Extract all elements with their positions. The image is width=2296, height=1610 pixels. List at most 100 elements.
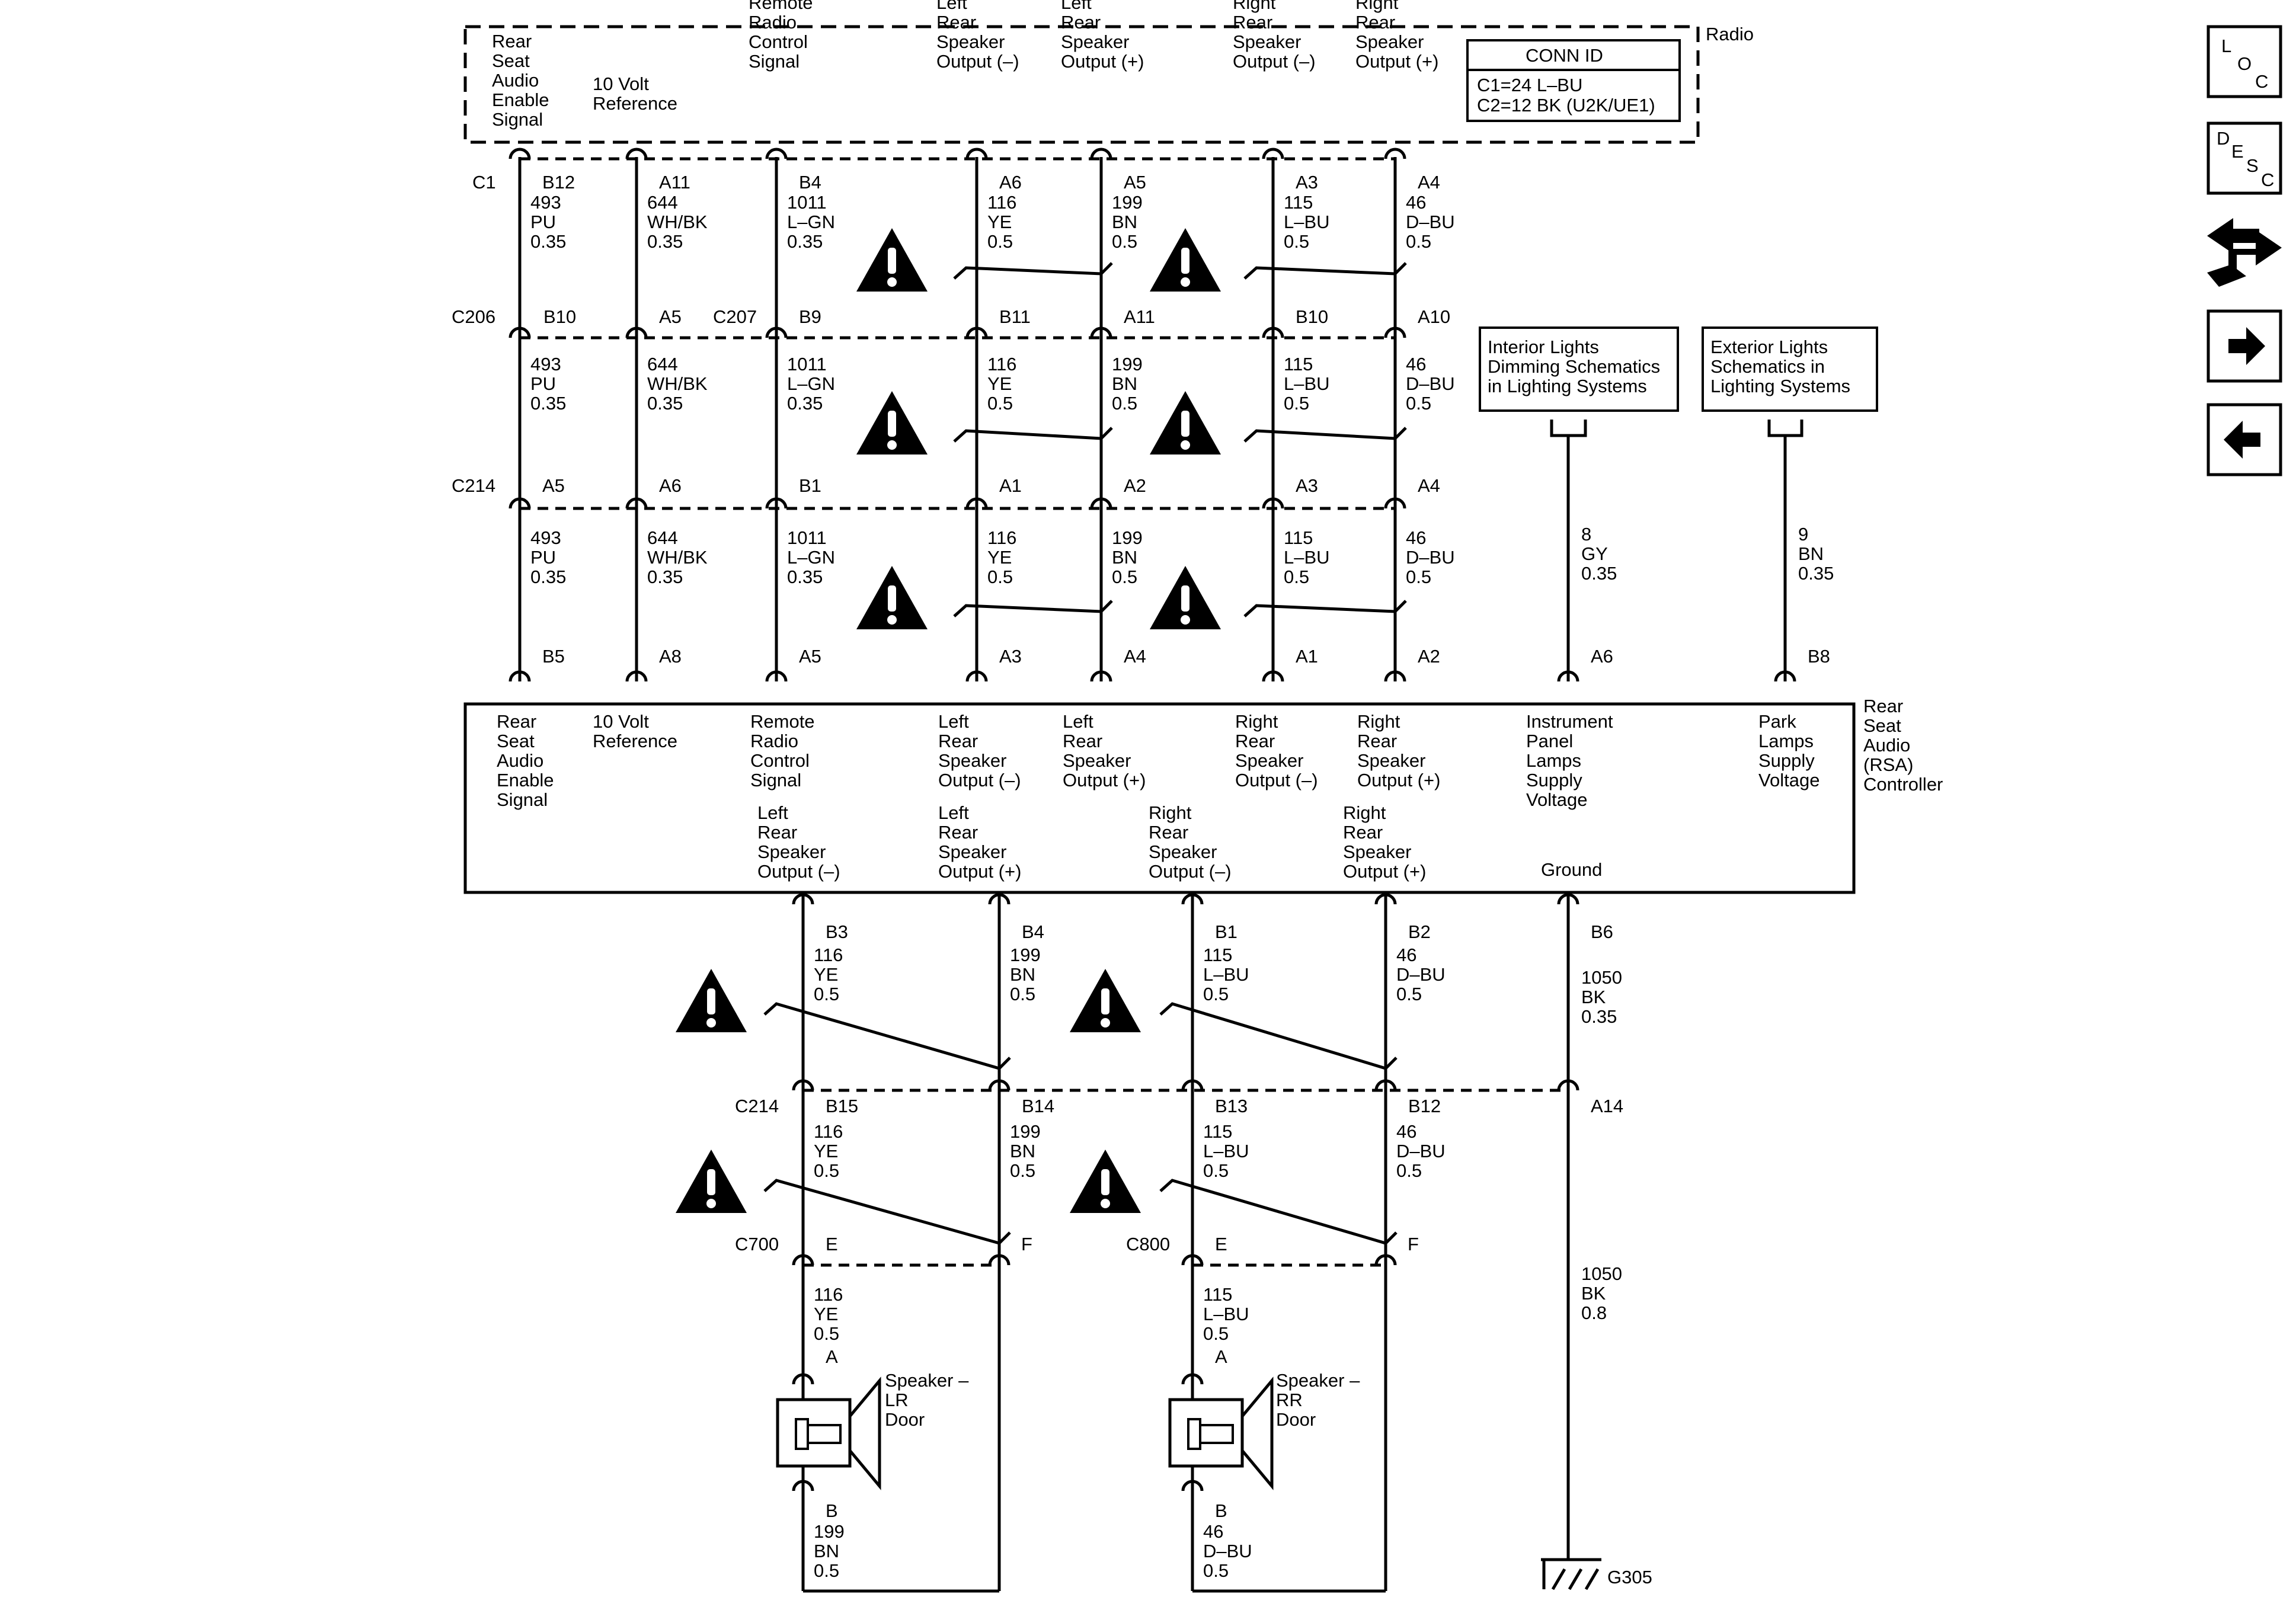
speaker-lr-label: LR [885,1390,909,1410]
radio-pin-label: Audio [492,70,539,91]
radio-pin-label: Rear [1355,12,1395,33]
rsa-pin-label: Voltage [1526,789,1587,810]
connector-cavity [1090,497,1112,509]
wire-label: 644 [647,354,678,375]
svg-text:E: E [2231,141,2244,162]
wire-label: 115 [1284,527,1313,548]
connector-cavity [765,670,788,682]
wire-label: L–GN [787,212,835,232]
connector-cavity [1181,893,1204,905]
wire-label: 0.5 [1203,1160,1229,1181]
connector-cavity [1374,893,1397,905]
exterior-lights-ref-box [1702,327,1878,412]
connector-cavity [1090,327,1112,338]
rsa-controller-title: (RSA) [1863,754,1913,775]
pin-label: B3 [826,921,848,942]
exchange-icon[interactable] [2207,218,2282,287]
radio-pin-label: Seat [492,50,530,71]
warning-icon [1070,1150,1141,1213]
wire-label: BN [1112,212,1137,232]
wire-label: 644 [647,527,678,548]
rsa-pin-label: Speaker [938,750,1006,771]
rsa-pin-label: Right [1343,802,1386,823]
conn-id-line: C1=24 L–BU [1477,75,1582,95]
pin-label: B12 [542,172,575,193]
speaker-rr-label: Door [1276,1409,1316,1430]
pin-label: A5 [542,475,565,496]
rsa-pin-label: Control [750,750,810,771]
connector-cavity [1384,327,1406,338]
rsa-pin-label: Rear [1149,822,1188,843]
desc-button[interactable]: D E S C [2207,121,2282,195]
radio-pin-label: Output (–) [936,51,1019,72]
radio-pin-label: Rear [492,31,532,52]
interior-lights-ref-box [1479,327,1679,412]
wire-label: L–BU [1284,212,1330,232]
pin-label: B4 [1022,921,1044,942]
interior-lights-ref: Dimming Schematics [1488,356,1660,377]
connector-cavity [988,1079,1011,1091]
wire-label: BK [1581,1283,1606,1304]
wire-label: YE [814,1304,838,1324]
pin-label: A2 [1418,646,1440,667]
connector-name: C1 [472,172,496,193]
rsa-pin-label: Lamps [1526,750,1581,771]
pin-label: A6 [999,172,1022,193]
connector-cavity [509,327,531,338]
speaker-rr-label: Speaker – [1276,1370,1360,1391]
rsa-pin-label: Speaker [1357,750,1425,771]
radio-pin-label: Radio [749,12,797,33]
pin-label: B [826,1500,838,1521]
rsa-pin-label: Rear [497,711,536,732]
pin-label: B11 [999,306,1031,327]
twisted-pair-mark [1243,262,1407,280]
connector-name: C700 [735,1234,779,1254]
pin-label: A [826,1346,838,1367]
arrow-right-icon[interactable] [2207,309,2282,383]
twisted-pair-mark [763,1002,1011,1070]
connector-cavity [988,1254,1011,1266]
pin-label: B2 [1408,921,1431,942]
rsa-pin-label: Remote [750,711,815,732]
wire-label: 0.5 [1112,393,1137,414]
connector-cavity [1262,327,1284,338]
connector-cavity [1262,148,1284,159]
twisted-pair-mark [953,262,1113,280]
pin-label: B10 [1296,306,1328,327]
wire-label: 115 [1203,945,1232,965]
rsa-pin-label: Output (+) [1343,861,1426,882]
rsa-controller-title: Audio [1863,735,1910,756]
wire-label: 46 [1406,527,1426,548]
radio-pin-label: Output (–) [1233,51,1316,72]
wire-label: 46 [1406,354,1426,375]
wire-label: 0.35 [530,393,566,414]
connector-name: C214 [452,475,495,496]
pin-label: F [1021,1234,1032,1254]
radio-box [463,25,1700,144]
rsa-pin-label: Rear [1235,731,1275,751]
wire-label: 0.5 [1112,566,1137,587]
wire-label: 1011 [787,354,827,375]
arrow-left-icon[interactable] [2207,403,2282,476]
loc-button[interactable]: L O C [2207,25,2282,98]
connector-cavity [625,497,648,509]
rsa-pin-label: Voltage [1758,770,1819,790]
wire-label: 0.5 [1284,231,1309,252]
wire-label: 115 [1203,1284,1232,1305]
connector-cavity [509,148,531,159]
radio-pin-label: Remote [749,0,813,13]
pin-label: A5 [799,646,821,667]
wire-label: 0.5 [1112,231,1137,252]
connector-name: C214 [735,1096,779,1116]
rsa-pin-label: Speaker [1063,750,1131,771]
warning-icon [1150,228,1221,292]
wire-label: 199 [1112,354,1143,375]
wire-label: 0.35 [1798,563,1834,584]
wire-label: 0.5 [1396,984,1422,1004]
connector-cavity [1090,670,1112,682]
radio-pin-label: Output (+) [1355,51,1438,72]
wire-label: 116 [987,354,1016,375]
connector-cavity [509,497,531,509]
rsa-pin-label: Output (–) [1235,770,1318,790]
radio-pin-label: Control [749,31,808,52]
